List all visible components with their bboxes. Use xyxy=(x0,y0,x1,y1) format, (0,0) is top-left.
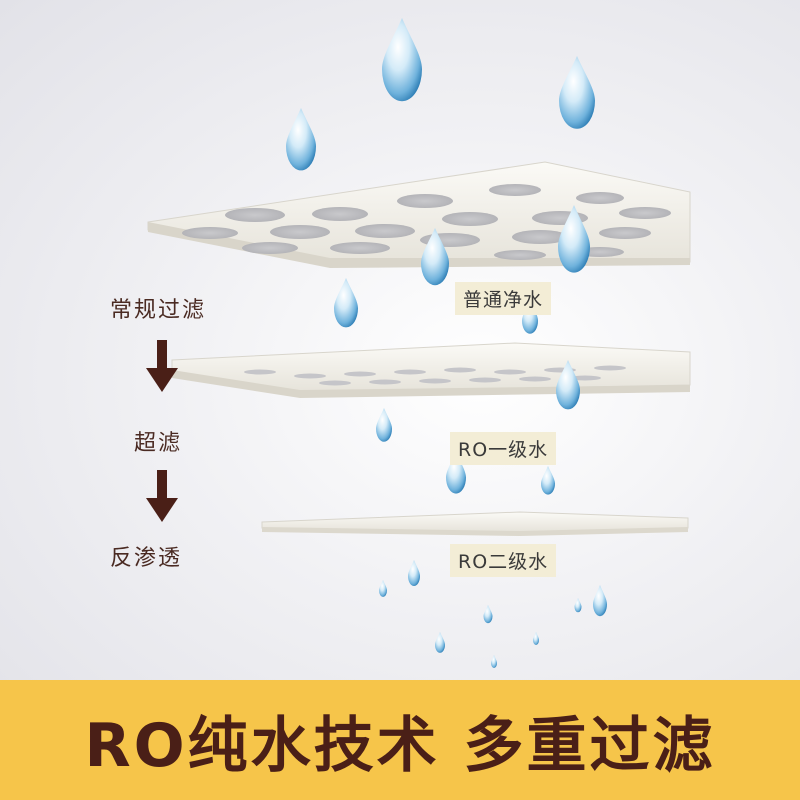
bottom-filter-plate xyxy=(261,511,689,536)
water-drop xyxy=(541,466,555,495)
water-drop xyxy=(408,560,420,586)
water-drop xyxy=(382,18,422,102)
water-drop xyxy=(593,585,607,617)
water-drop xyxy=(446,452,466,494)
middle-filter-plate xyxy=(171,342,691,398)
headline-banner: RO纯水技术 多重过滤 xyxy=(0,680,800,800)
headline-text: RO纯水技术 多重过滤 xyxy=(84,710,716,781)
label-ro-level1-water: RO一级水 xyxy=(450,432,557,465)
water-drop xyxy=(522,300,538,334)
water-drop xyxy=(491,655,497,668)
label-ordinary-water: 普通净水 xyxy=(455,282,552,315)
step-reverse-osmosis: 反渗透 xyxy=(110,546,183,571)
water-drop xyxy=(556,360,580,410)
step-ultrafiltration: 超滤 xyxy=(134,431,183,456)
water-drop xyxy=(435,632,445,653)
water-drop xyxy=(558,205,590,273)
water-drop xyxy=(421,228,449,286)
down-arrow-icon xyxy=(146,340,178,392)
water-drop xyxy=(574,598,582,613)
filtration-illustration: 常规过滤 超滤 反渗透 普通净水 RO一级水 RO二级水 xyxy=(0,0,800,680)
water-drop xyxy=(483,605,493,624)
down-arrow-icon xyxy=(146,470,178,522)
water-drop xyxy=(559,56,595,129)
step-conventional-filtration: 常规过滤 xyxy=(110,298,207,323)
water-drop xyxy=(376,408,392,442)
filter-scene xyxy=(146,18,691,668)
label-ro-level2-water: RO二级水 xyxy=(450,544,557,577)
top-filter-plate xyxy=(147,161,691,268)
water-drop xyxy=(379,580,387,597)
water-drop xyxy=(334,278,358,328)
water-drop xyxy=(533,632,539,645)
water-drops xyxy=(286,18,607,668)
water-drop xyxy=(286,108,316,171)
